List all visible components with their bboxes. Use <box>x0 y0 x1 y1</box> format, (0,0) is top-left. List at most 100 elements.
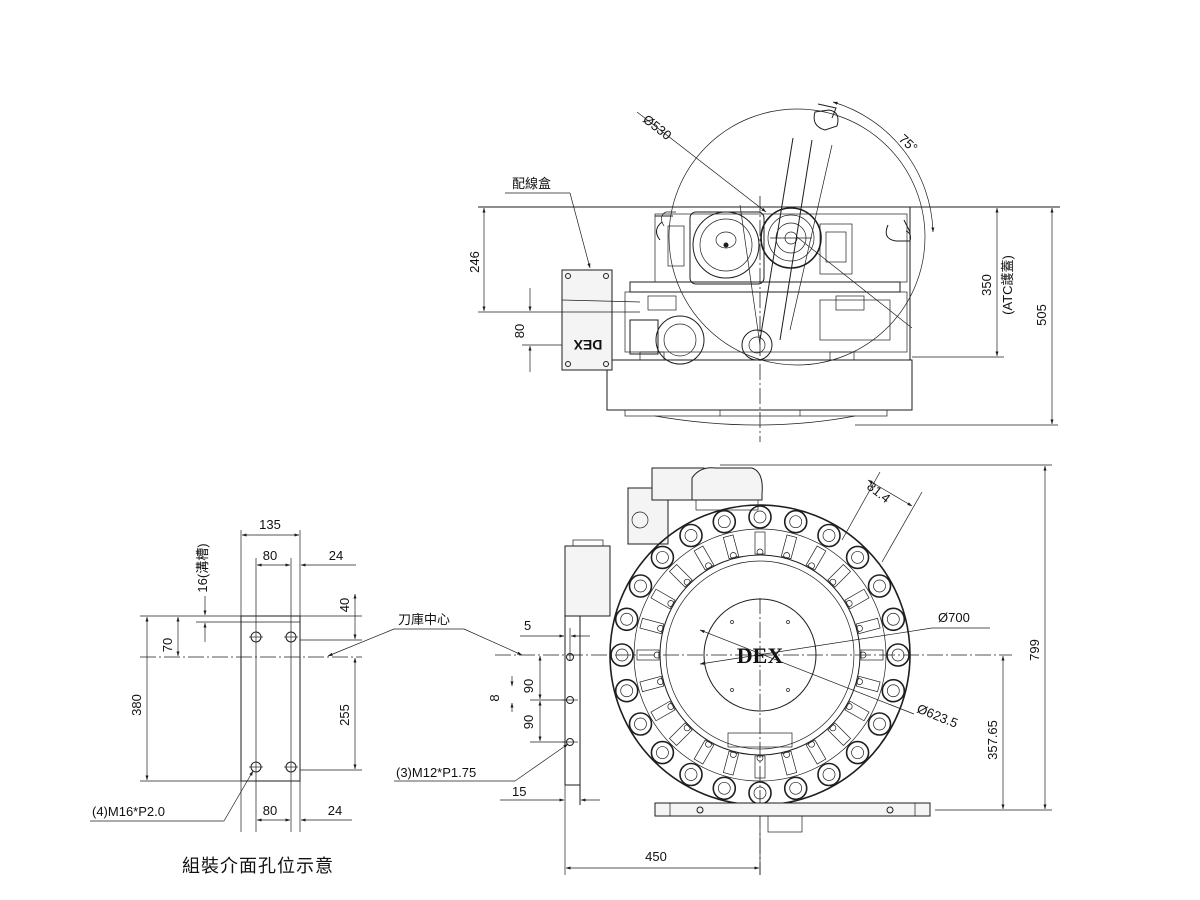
m16-thread-leader <box>223 770 254 822</box>
m12-thread-leader <box>514 743 569 782</box>
tool-pocket <box>780 750 808 801</box>
pocket-lug <box>667 703 675 710</box>
pocket-bore <box>753 510 767 524</box>
main-motor <box>661 211 765 285</box>
pocket-gripper <box>855 617 881 635</box>
pocket-bore <box>656 746 669 759</box>
pocket-gripper <box>693 545 715 571</box>
pocket-bore <box>886 684 900 698</box>
dim-357-65-label: 357.65 <box>985 720 1000 760</box>
side-box <box>564 539 611 805</box>
tool-pocket <box>610 643 661 667</box>
m16-thread-label: (4)M16*P2.0 <box>92 804 165 819</box>
pocket-bore <box>873 717 886 731</box>
pocket-ring <box>712 776 737 801</box>
pocket-ring <box>881 678 906 703</box>
pocket-lug <box>683 578 691 586</box>
pocket-bore <box>851 551 864 564</box>
m12-thread-label: (3)M12*P1.75 <box>396 765 476 780</box>
tool-pocket <box>679 523 715 571</box>
pocket-lug <box>657 678 664 686</box>
tool-pocket <box>679 739 715 787</box>
dim-623-5-leader <box>699 629 915 715</box>
pocket-lug <box>856 624 863 632</box>
magazine-center-leader-left <box>327 628 395 657</box>
pocket-lug <box>783 751 791 758</box>
pocket-lug <box>667 600 675 607</box>
pocket-gripper <box>805 545 827 571</box>
dim-255-label: 255 <box>337 704 352 726</box>
pocket-bore <box>684 768 698 781</box>
dim-24-bottom-label: 24 <box>328 803 342 818</box>
pocket-ring <box>748 505 772 529</box>
pocket-ring <box>845 545 870 570</box>
pocket-gripper <box>639 675 665 693</box>
pocket-ring <box>712 509 737 534</box>
tool-pocket <box>614 607 665 635</box>
pocket-lug <box>808 562 815 570</box>
pocket-bore <box>656 551 669 564</box>
pocket-ring <box>679 762 703 787</box>
bottom-mount <box>654 732 931 833</box>
tool-pocket <box>628 700 676 736</box>
pocket-bore <box>822 768 836 781</box>
pocket-lug <box>808 740 815 748</box>
tool-pocket <box>859 643 910 667</box>
dim-700-leader <box>699 627 933 665</box>
dim-90-lower-label: 90 <box>521 715 536 729</box>
tool-pocket <box>712 750 740 801</box>
m16-holes <box>249 631 298 773</box>
pocket-ring <box>886 643 910 667</box>
pocket-bore <box>620 684 634 698</box>
pocket-gripper <box>860 649 884 661</box>
pocket-ring <box>628 574 653 598</box>
tool-pocket <box>844 574 892 610</box>
pocket-lug <box>653 651 661 659</box>
pocket-ring <box>817 762 841 787</box>
pocket-ring <box>783 509 808 534</box>
pocket-lug <box>705 562 712 570</box>
pocket-ring <box>845 740 870 765</box>
dim-24-top-label: 24 <box>329 548 343 563</box>
pocket-gripper <box>693 739 715 765</box>
magazine-center-leader-right <box>463 628 523 656</box>
dim-81-4-label: 81.4 <box>864 479 893 506</box>
m12-holes <box>562 653 578 746</box>
pocket-gripper <box>754 531 766 555</box>
dim-40-label: 40 <box>337 598 352 612</box>
pocket-bore <box>789 781 803 795</box>
pocket-ring <box>679 523 703 548</box>
dim-135-label: 135 <box>259 517 281 532</box>
tool-pocket <box>855 607 906 635</box>
dim-623-5-label: Ø623.5 <box>915 701 960 731</box>
pocket-ring <box>650 740 675 765</box>
interface-view: 135 80 24 16(溝槽) 40 70 380 255 80 2 <box>90 517 362 876</box>
pocket-lug <box>756 548 764 556</box>
pocket-gripper <box>668 722 693 747</box>
wiring-box: DEX <box>561 269 641 371</box>
pocket-gripper <box>844 588 870 610</box>
pocket-bore <box>717 515 731 529</box>
pocket-gripper <box>722 534 740 560</box>
tool-pocket <box>844 700 892 736</box>
dim-80-top-label: 80 <box>263 548 277 563</box>
pocket-lug <box>683 724 691 732</box>
pocket-gripper <box>636 649 660 661</box>
pocket-ring <box>628 712 653 736</box>
pocket-bore <box>717 781 731 795</box>
pocket-lug <box>845 703 853 710</box>
pocket-lug <box>829 724 837 732</box>
logo-circle <box>703 598 817 712</box>
tool-pocket <box>748 505 772 556</box>
dim-75-label: 75° <box>896 131 921 155</box>
swing-circle <box>668 108 926 366</box>
tool-pocket <box>712 509 740 560</box>
pocket-bore <box>891 648 905 662</box>
pocket-gripper <box>827 722 852 747</box>
pocket-ring <box>614 607 639 632</box>
auxiliary-motor <box>629 315 705 365</box>
magazine-body-side <box>606 207 913 426</box>
tool-pocket <box>614 675 665 703</box>
pocket-ring <box>633 528 887 782</box>
